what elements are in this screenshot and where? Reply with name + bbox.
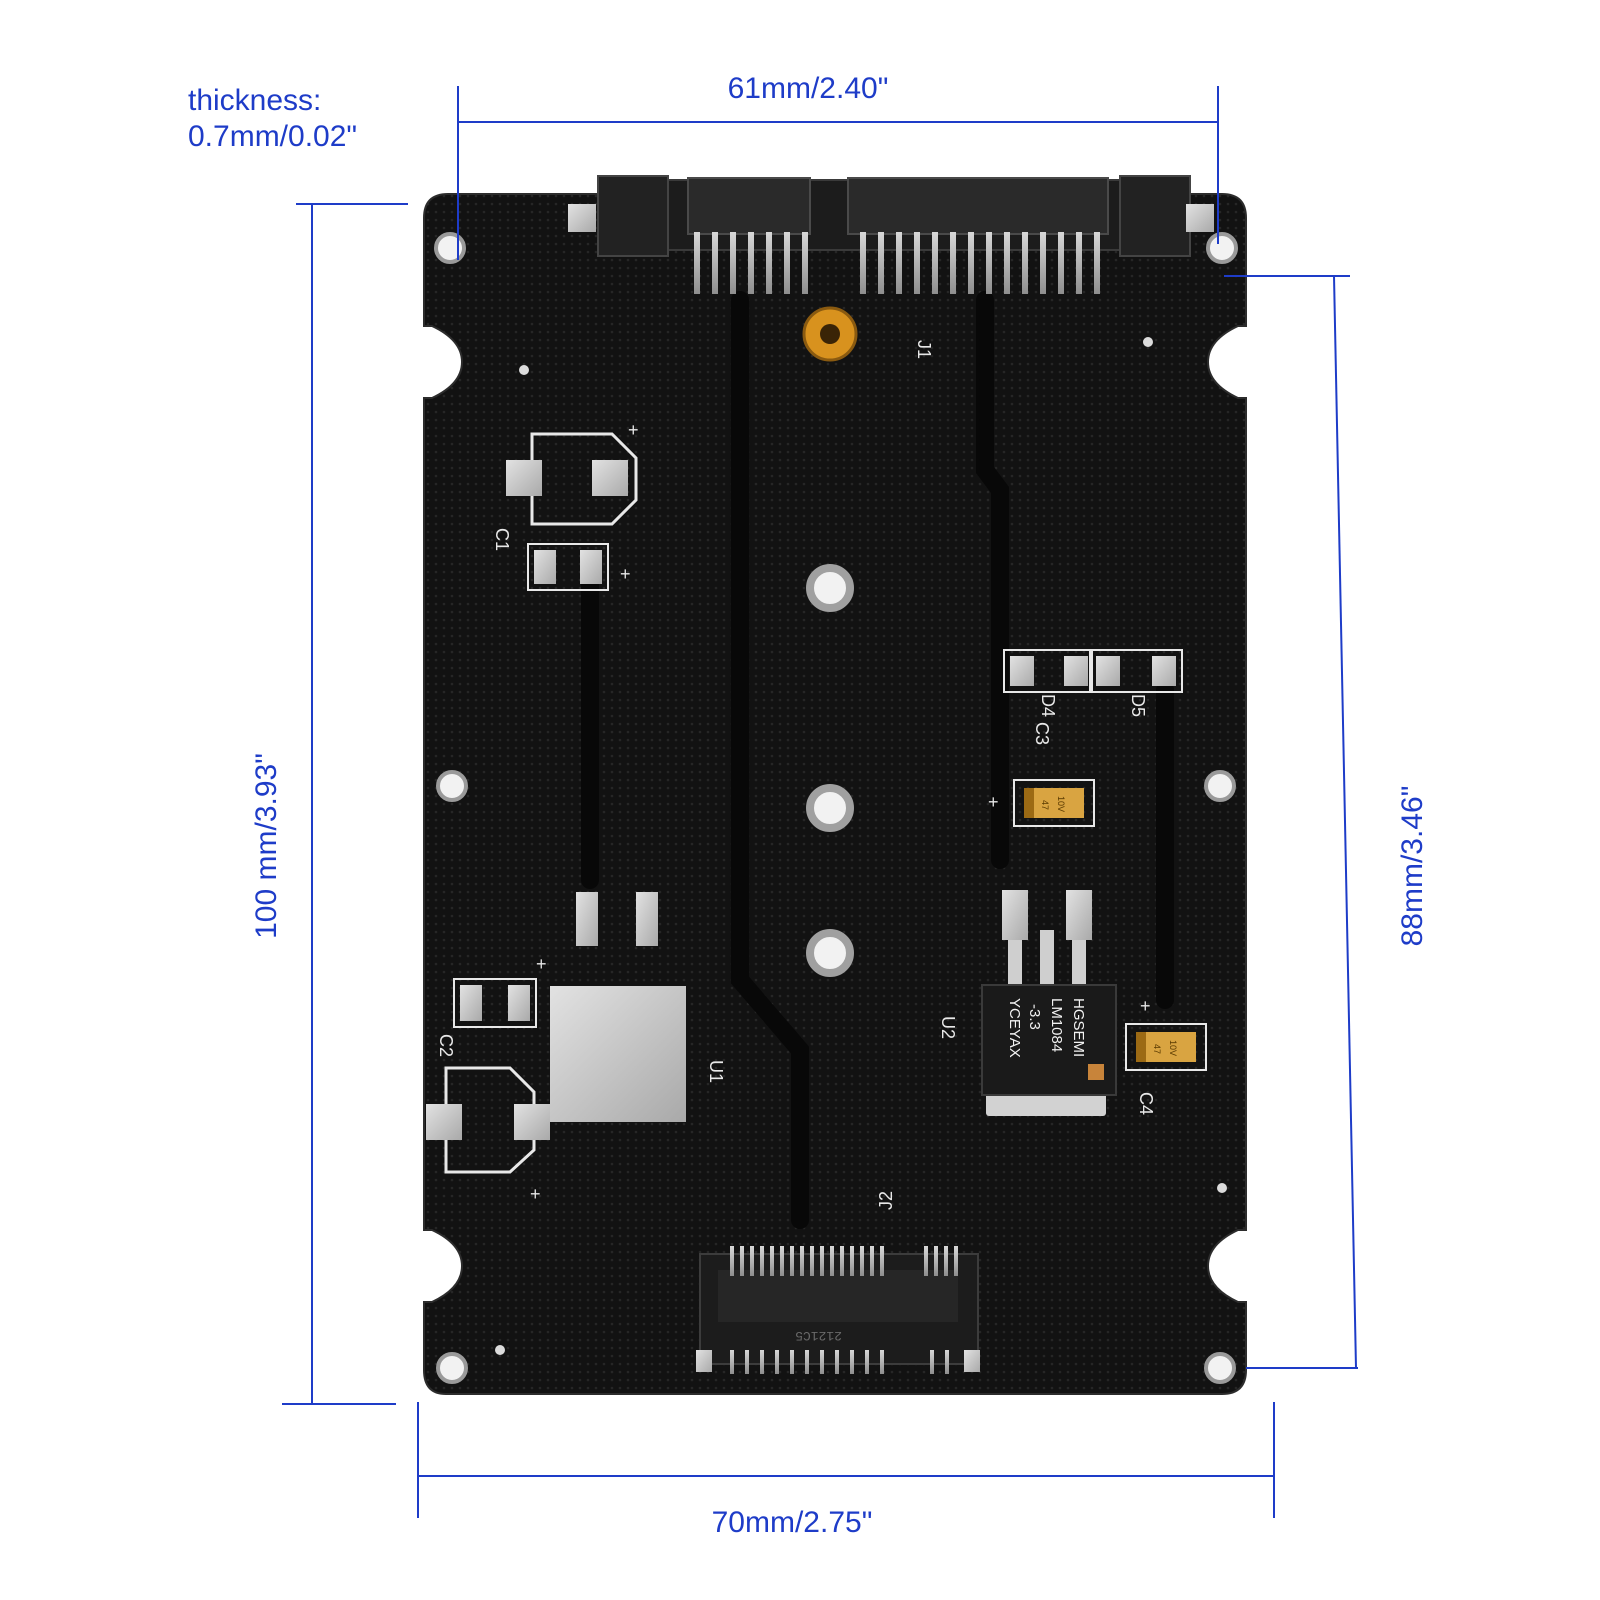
thickness-label: thickness:	[188, 84, 321, 117]
label-c1: C1	[492, 528, 512, 551]
m2-socket-marking: 2121C5	[795, 1328, 842, 1343]
capacitor-c3	[1013, 779, 1095, 827]
label-j2: J2	[876, 1191, 896, 1210]
sata-connector	[568, 175, 1214, 294]
u1-pad	[550, 986, 686, 1122]
regulator-line-4: HGSEMI	[1070, 998, 1087, 1057]
label-c1-plus-bottom: +	[620, 564, 631, 584]
regulator-line-1: YCEYAX	[1006, 998, 1023, 1058]
label-c2-plus-bottom: +	[530, 1184, 541, 1204]
dimension-lines	[282, 86, 1358, 1518]
brass-standoff	[802, 306, 858, 362]
m2-socket	[696, 1246, 980, 1374]
label-u1: U1	[706, 1060, 726, 1083]
left-height-label: 100 mm/3.93"	[250, 753, 283, 939]
label-u2: U2	[938, 1016, 958, 1039]
label-c2: C2	[436, 1034, 456, 1057]
label-c3-plus: +	[988, 792, 999, 812]
capacitor-c2-footprint	[426, 978, 550, 1174]
capacitor-c1-footprint	[506, 432, 638, 591]
label-j1: J1	[914, 340, 934, 359]
c3-value: 47	[1040, 800, 1050, 810]
label-d5: D5	[1128, 694, 1148, 717]
label-c4: C4	[1136, 1092, 1156, 1115]
label-c3: C3	[1032, 722, 1052, 745]
top-width-label: 61mm/2.40"	[728, 72, 889, 105]
u1-side-pad-left	[576, 892, 598, 946]
label-c4-plus: +	[1140, 996, 1151, 1016]
voltage-regulator-u2	[981, 890, 1117, 1116]
u1-side-pad-right	[636, 892, 658, 946]
right-height-label: 88mm/3.46"	[1396, 786, 1429, 947]
diode-pads	[1003, 649, 1183, 693]
bottom-width-label: 70mm/2.75"	[712, 1506, 873, 1539]
c4-value: 47	[1152, 1044, 1162, 1054]
label-c1-plus-top: +	[628, 420, 639, 440]
c4-voltage: 10V	[1168, 1040, 1178, 1056]
mounting-holes	[434, 232, 1238, 1384]
regulator-line-3: LM1084	[1048, 998, 1065, 1052]
c3-voltage: 10V	[1056, 796, 1066, 812]
regulator-line-2: -3.3	[1026, 1004, 1043, 1030]
label-c2-plus-top: +	[536, 954, 547, 974]
label-d4: D4	[1038, 694, 1058, 717]
capacitor-c4	[1125, 1023, 1207, 1071]
pcb-traces	[581, 291, 1174, 1229]
thickness-value: 0.7mm/0.02"	[188, 120, 357, 153]
